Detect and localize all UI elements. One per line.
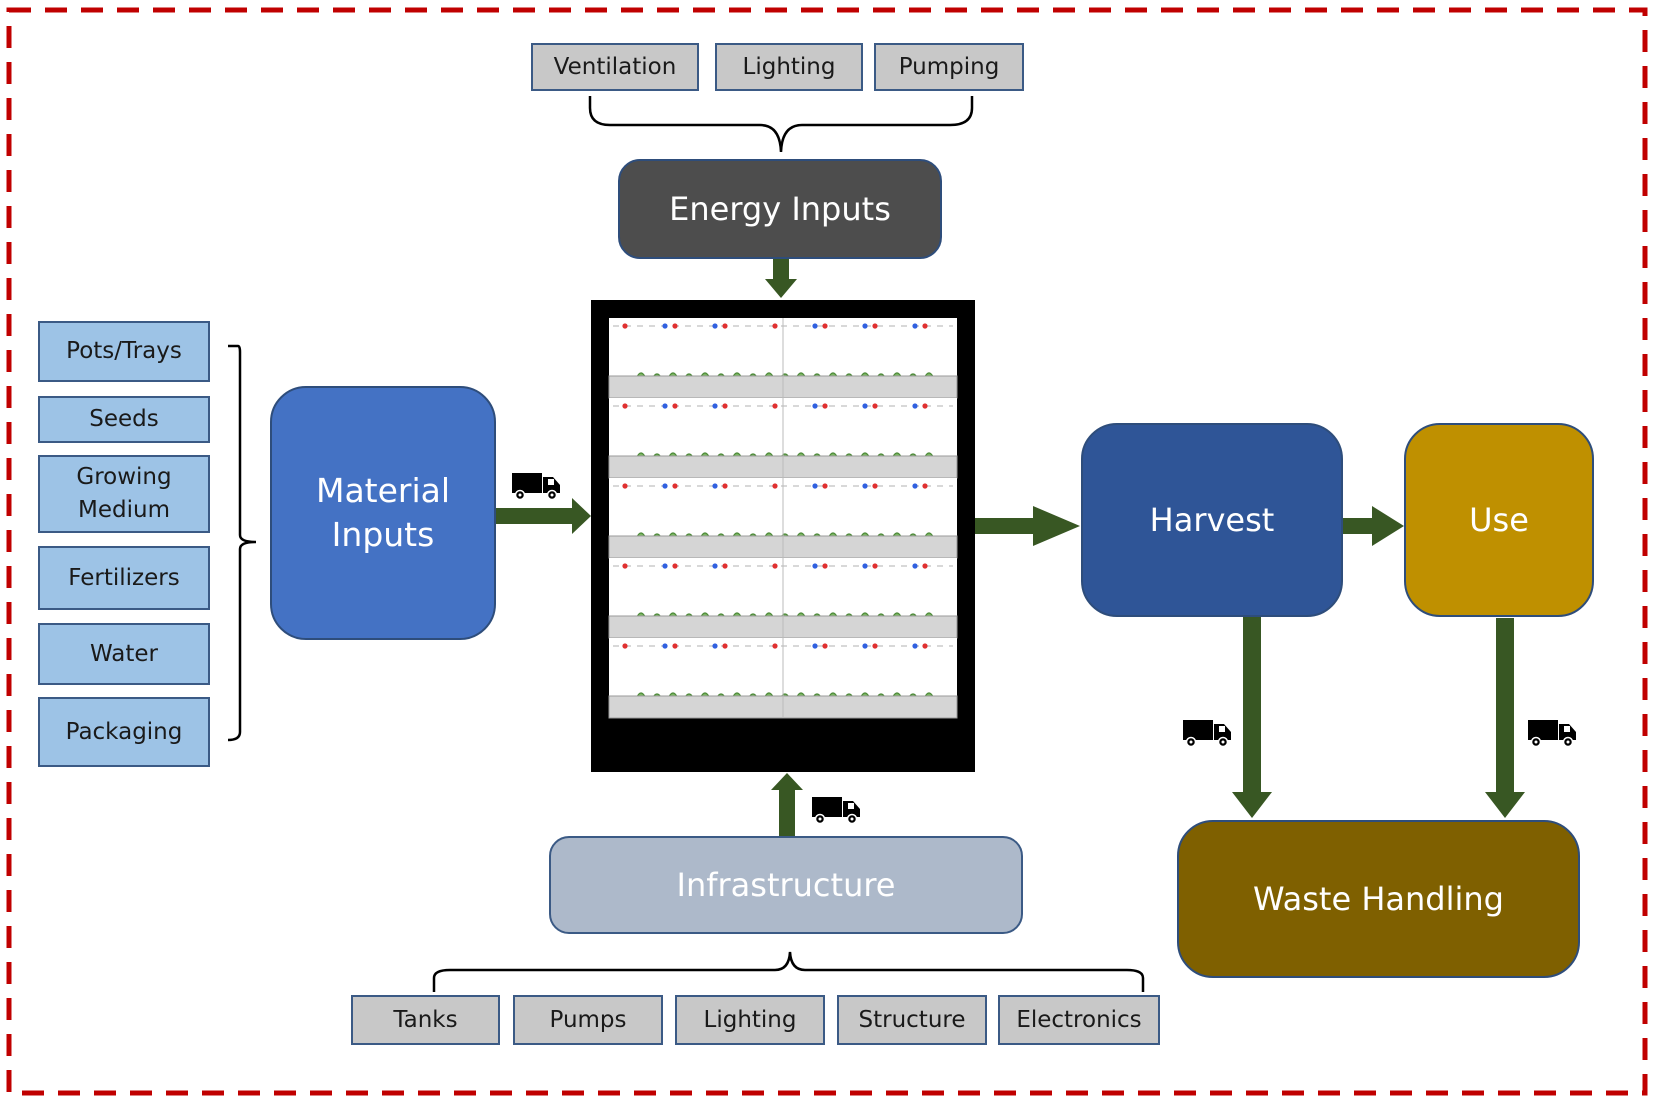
material-inputs-box: Material Inputs [270,386,496,640]
material-item-seeds: Seeds [38,396,210,443]
arrow-material-to-farm [496,498,591,534]
material-item-growing-medium: Growing Medium [38,455,210,533]
arrow-use-to-waste [1485,618,1525,818]
truck-icon [1527,719,1577,748]
vertical-farm-rack-icon [591,300,975,772]
arrow-harvest-to-waste [1232,610,1272,818]
energy-brace [588,96,974,153]
infrastructure-item-electronics: Electronics [998,995,1160,1045]
energy-item-pumping: Pumping [874,43,1024,91]
use-box: Use [1404,423,1594,617]
arrow-harvest-to-use [1342,506,1404,546]
arrow-energy-to-farm [765,255,797,298]
energy-item-lighting: Lighting [715,43,863,91]
arrow-infrastructure-to-farm [771,773,803,838]
infrastructure-item-pumps: Pumps [513,995,663,1045]
material-brace [227,344,257,742]
infrastructure-item-tanks: Tanks [351,995,500,1045]
infrastructure-box: Infrastructure [549,836,1023,934]
arrow-farm-to-harvest [975,506,1080,546]
material-item-packaging: Packaging [38,697,210,767]
boundary-dashed-border [6,7,1648,1096]
truck-icon [511,472,561,501]
material-item-fertilizers: Fertilizers [38,546,210,610]
material-item-water: Water [38,623,210,685]
material-item-pots-trays: Pots/Trays [38,321,210,382]
waste-handling-box: Waste Handling [1177,820,1580,978]
truck-icon [1182,719,1232,748]
infrastructure-item-lighting: Lighting [675,995,825,1045]
harvest-box: Harvest [1081,423,1343,617]
energy-inputs-box: Energy Inputs [618,159,942,259]
truck-icon [811,796,861,825]
infrastructure-brace [432,951,1145,992]
infrastructure-item-structure: Structure [837,995,987,1045]
energy-item-ventilation: Ventilation [531,43,699,91]
